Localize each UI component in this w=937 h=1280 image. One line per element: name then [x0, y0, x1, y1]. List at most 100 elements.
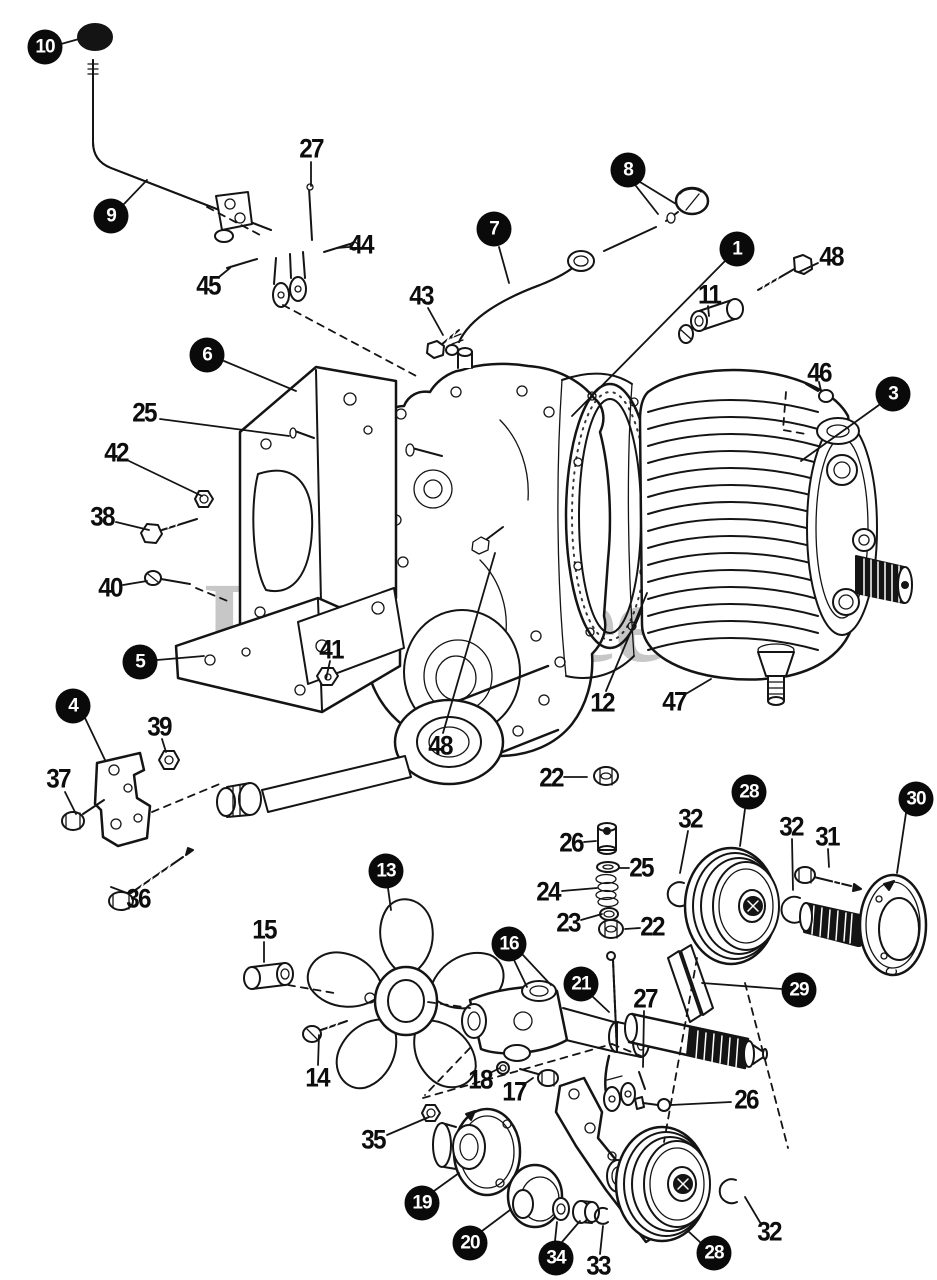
spacer-11	[690, 298, 744, 332]
bolt-48-housing	[471, 526, 504, 555]
spring-24	[595, 873, 619, 908]
callout-17: 17	[502, 1076, 527, 1107]
callout-42: 42	[104, 437, 129, 468]
callout-32: 32	[779, 811, 804, 842]
callout-30: 30	[898, 781, 934, 817]
bolt-36	[108, 847, 194, 911]
clevis-fork	[272, 251, 307, 308]
pin-45	[226, 258, 258, 269]
callout-34: 34	[538, 1240, 574, 1276]
callout-4: 4	[55, 688, 91, 724]
nut-39	[158, 750, 180, 770]
callout-6: 6	[189, 337, 225, 373]
callout-22: 22	[539, 762, 564, 793]
retaining-ring-32-a	[666, 881, 686, 908]
callout-9: 9	[93, 198, 129, 234]
callout-43: 43	[409, 280, 434, 311]
spacer-15	[243, 962, 294, 990]
callout-14: 14	[305, 1062, 330, 1093]
callout-41: 41	[319, 634, 344, 665]
callout-8: 8	[610, 152, 646, 188]
shift-knob	[77, 23, 113, 51]
washer-18	[496, 1061, 510, 1075]
callout-24: 24	[536, 876, 561, 907]
callout-3: 3	[875, 376, 911, 412]
callout-44: 44	[349, 229, 374, 260]
cooling-fan	[300, 898, 513, 1101]
hub-30	[858, 873, 928, 977]
callout-13: 13	[368, 853, 404, 889]
callout-25: 25	[132, 397, 157, 428]
bolt-14	[302, 1020, 348, 1043]
callout-32: 32	[757, 1216, 782, 1247]
retaining-ring-33	[593, 1206, 609, 1225]
callout-31: 31	[815, 821, 840, 852]
output-shaft	[855, 555, 913, 604]
dipstick	[603, 186, 710, 252]
callout-48: 48	[819, 241, 844, 272]
bolt-46	[782, 383, 834, 435]
callout-28: 28	[731, 774, 767, 810]
control-rod-21	[603, 951, 636, 1112]
callout-16: 16	[491, 926, 527, 962]
callout-15: 15	[252, 914, 277, 945]
callout-47: 47	[662, 686, 687, 717]
upper-pulley-28	[683, 846, 780, 966]
callout-26: 26	[734, 1084, 759, 1115]
callout-27: 27	[299, 133, 324, 164]
lever-clamp	[214, 191, 253, 243]
callout-26: 26	[559, 827, 584, 858]
retaining-ring-32-c	[718, 1178, 738, 1205]
foot-bracket-5	[174, 587, 405, 714]
spring-stack	[593, 766, 624, 939]
callout-23: 23	[556, 907, 581, 938]
bolt-40	[144, 570, 191, 586]
retaining-ring-32-b	[780, 895, 802, 924]
callout-10: 10	[27, 29, 63, 65]
callout-28: 28	[696, 1235, 732, 1271]
dipstick-cap	[674, 186, 710, 216]
callout-40: 40	[98, 572, 123, 603]
idler-roller	[506, 1163, 564, 1229]
callout-32: 32	[678, 803, 703, 834]
oil-fitting	[757, 643, 795, 706]
bolt-48-top	[757, 254, 813, 291]
bolt-31	[794, 866, 862, 892]
callout-48: 48	[428, 730, 453, 761]
callout-21: 21	[563, 966, 599, 1002]
callout-12: 12	[590, 687, 615, 718]
pin-26-bottom	[634, 1096, 671, 1112]
callout-35: 35	[361, 1124, 386, 1155]
lower-pulley-28	[614, 1125, 711, 1243]
callout-7: 7	[476, 211, 512, 247]
pin-27-bottom	[638, 1071, 646, 1090]
dipstick-tube	[445, 250, 595, 356]
key-and-shaft-29	[624, 944, 768, 1070]
callout-22: 22	[640, 911, 665, 942]
callout-19: 19	[404, 1185, 440, 1221]
nut-35	[421, 1104, 441, 1122]
hydro-motor	[638, 368, 913, 706]
bolt-43	[426, 329, 460, 359]
callout-37: 37	[46, 763, 71, 794]
bracket-4	[93, 751, 152, 848]
callout-45: 45	[196, 270, 221, 301]
callout-33: 33	[586, 1250, 611, 1280]
washer-25	[596, 861, 620, 873]
shift-lever-assembly	[77, 23, 359, 308]
callout-5: 5	[122, 644, 158, 680]
callout-38: 38	[90, 501, 115, 532]
callout-36: 36	[126, 883, 151, 914]
cooling-fins	[647, 399, 819, 651]
callout-1: 1	[719, 231, 755, 267]
callout-46: 46	[807, 357, 832, 388]
bolt-37	[61, 799, 105, 831]
callout-29: 29	[781, 972, 817, 1008]
alignment-lines	[151, 206, 789, 1149]
callout-20: 20	[452, 1225, 488, 1261]
transaxle-housing	[356, 324, 694, 758]
callout-27: 27	[633, 983, 658, 1014]
